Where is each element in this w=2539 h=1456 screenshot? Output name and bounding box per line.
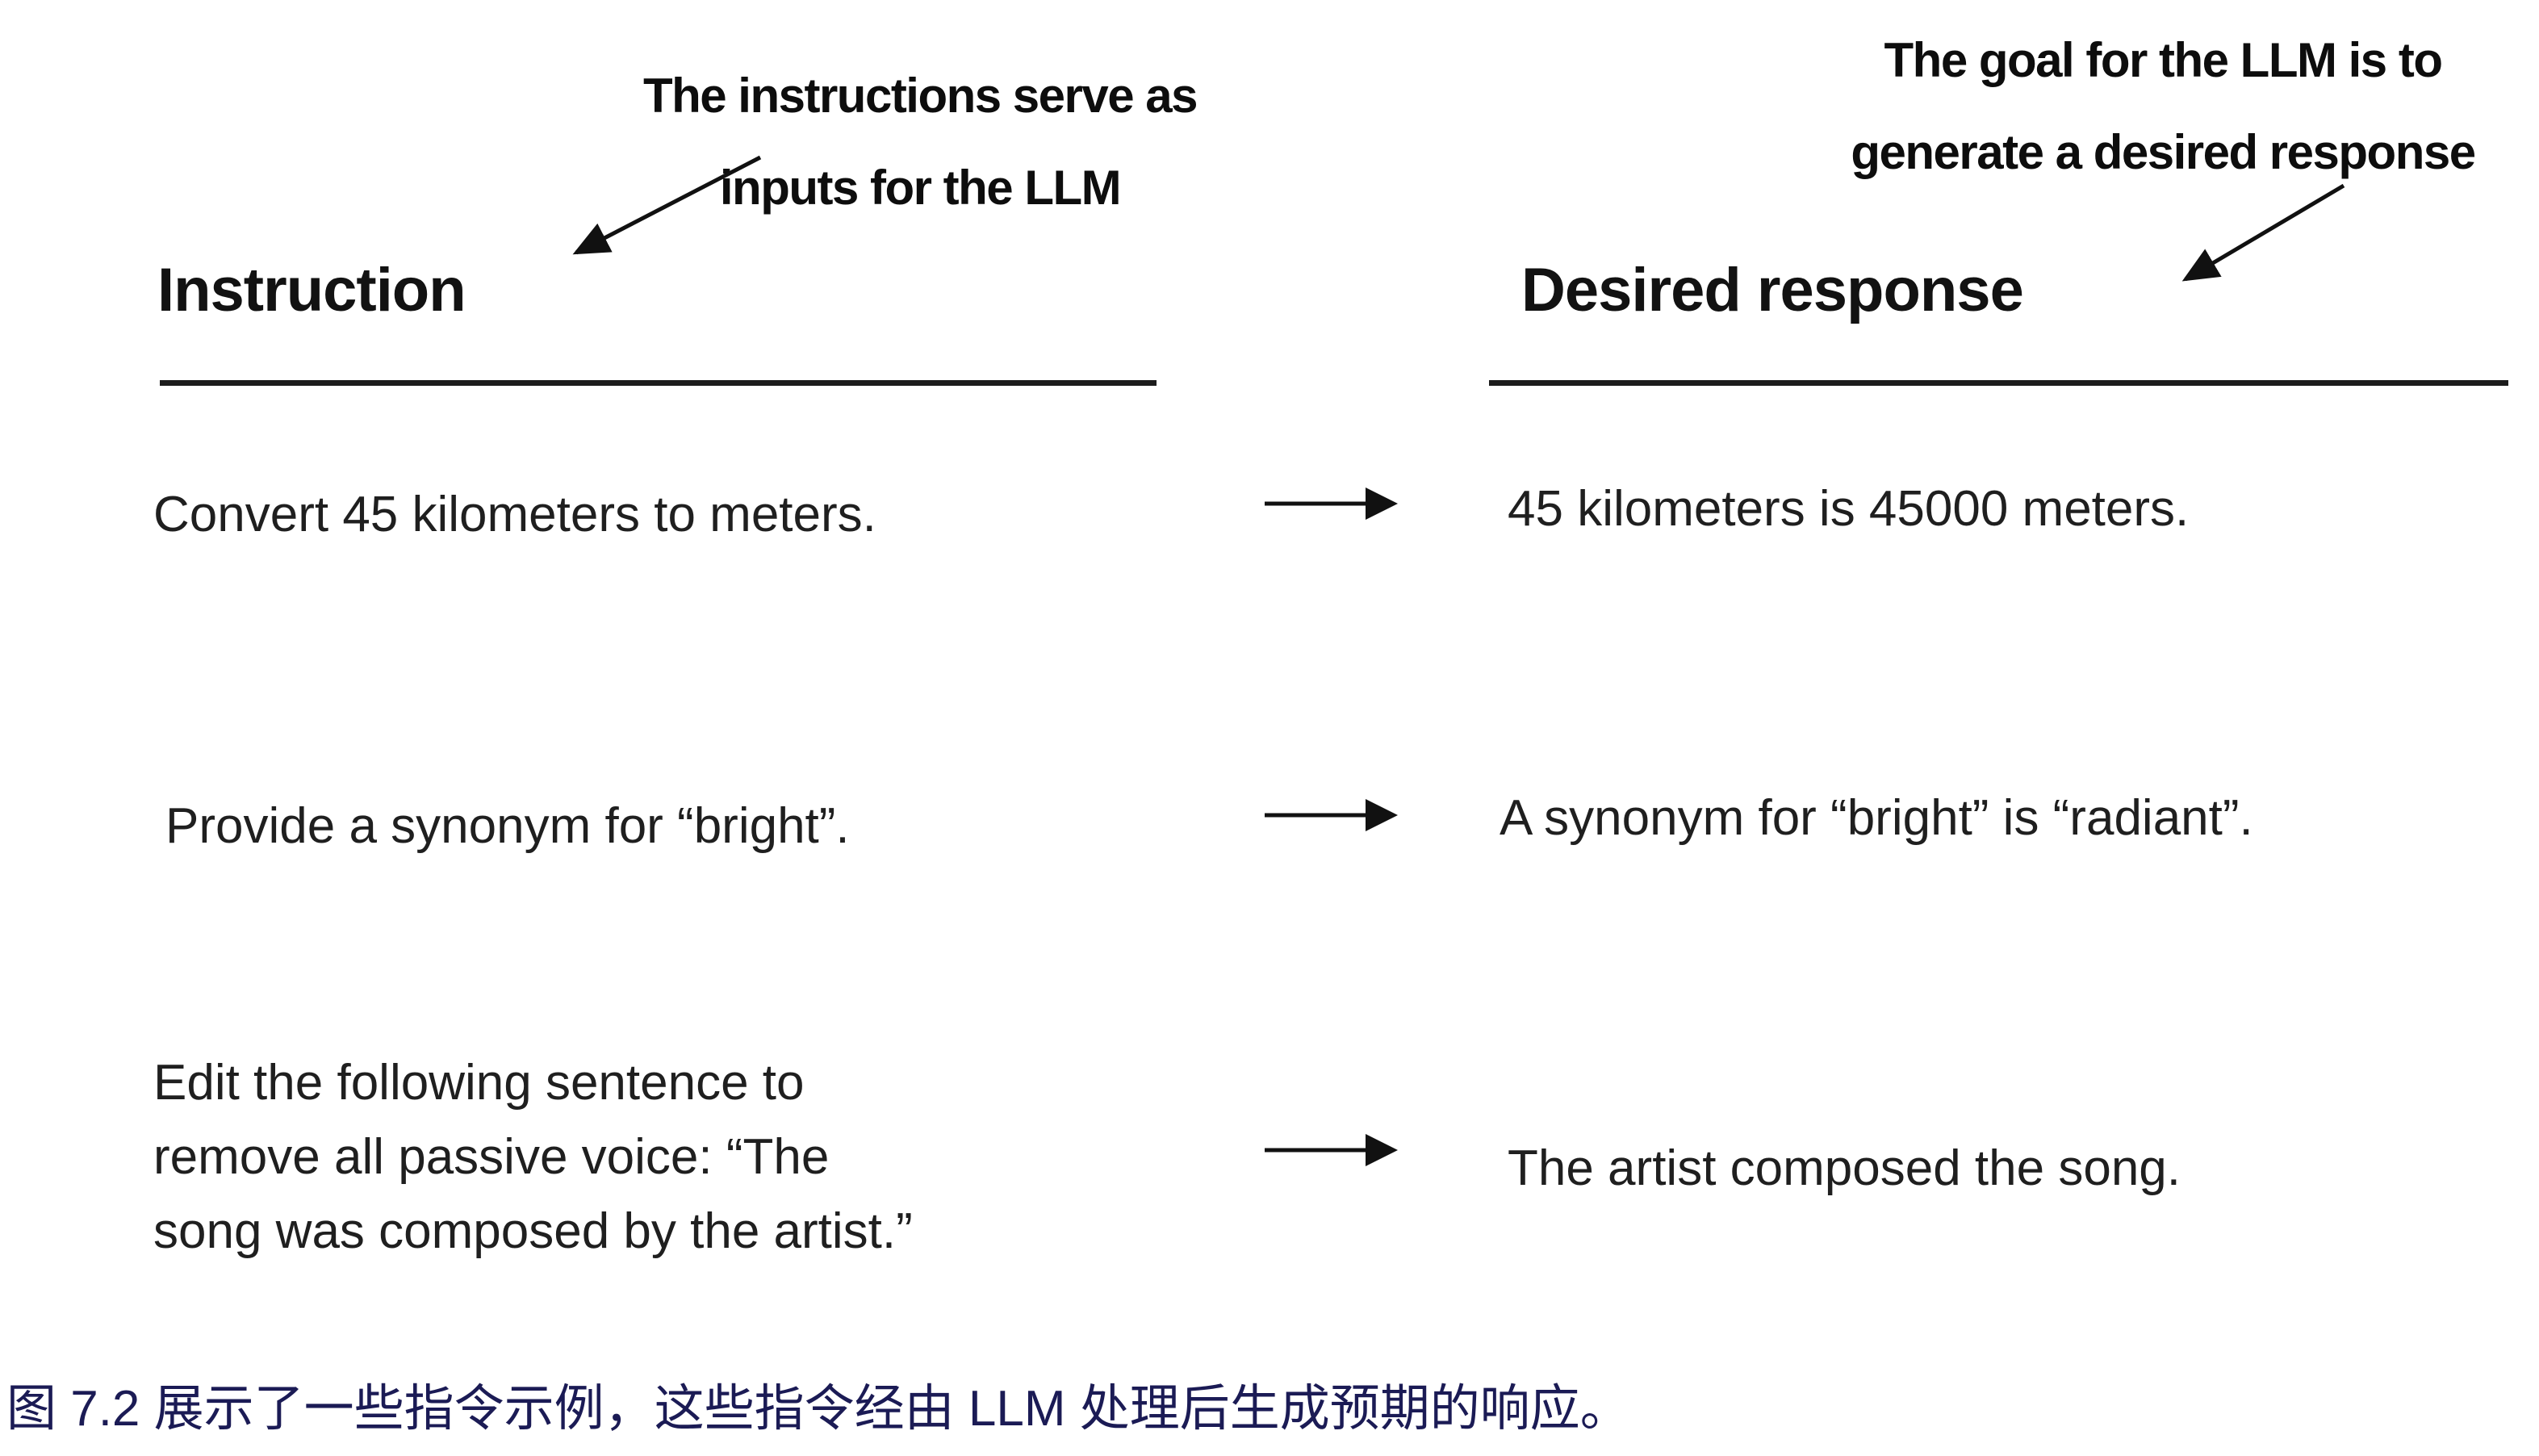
instruction-text: Convert 45 kilometers to meters. [153,478,876,552]
instruction-text: Provide a synonym for “bright”. [165,789,850,864]
annotation-instructions-note: The instructions serve as inputs for the… [565,50,1275,234]
instruction-column-title: Instruction [157,256,466,324]
annotation-line: The instructions serve as [642,69,1198,123]
annotation-goal-note: The goal for the LLM is to generate a de… [1759,15,2539,199]
instruction-text-line: Convert 45 kilometers to meters. [153,487,876,542]
instruction-text-line: remove all passive voice: “The [153,1129,830,1185]
maps-to-arrow-icon [1265,1134,1398,1166]
instruction-text-line: Provide a synonym for “bright”. [165,798,850,854]
response-text: The artist composed the song. [1508,1140,2181,1196]
annotation-line: generate a desired response [1851,125,2476,179]
maps-to-arrow-icon [1265,487,1398,520]
instruction-text: Edit the following sentence to remove al… [153,1046,913,1269]
annotation-line: The goal for the LLM is to [1884,33,2443,87]
desired-response-column-title: Desired response [1521,256,2024,324]
maps-to-arrow-icon [1265,799,1398,831]
response-text: A synonym for “bright” is “radiant”. [1500,790,2253,846]
annotation-line: inputs for the LLM [719,161,1122,215]
desired-response-header-rule [1489,380,2508,386]
figure-caption: 图 7.2 展示了一些指令示例，这些指令经由 LLM 处理后生成预期的响应。 [6,1381,1630,1437]
instruction-text-line: Edit the following sentence to [153,1055,805,1111]
annotation-arrow-right-icon [2181,183,2345,282]
instruction-header-rule [160,380,1157,386]
annotation-arrow-left-icon [572,155,762,255]
response-text: 45 kilometers is 45000 meters. [1508,481,2190,537]
instruction-text-line: song was composed by the artist.” [153,1203,913,1259]
